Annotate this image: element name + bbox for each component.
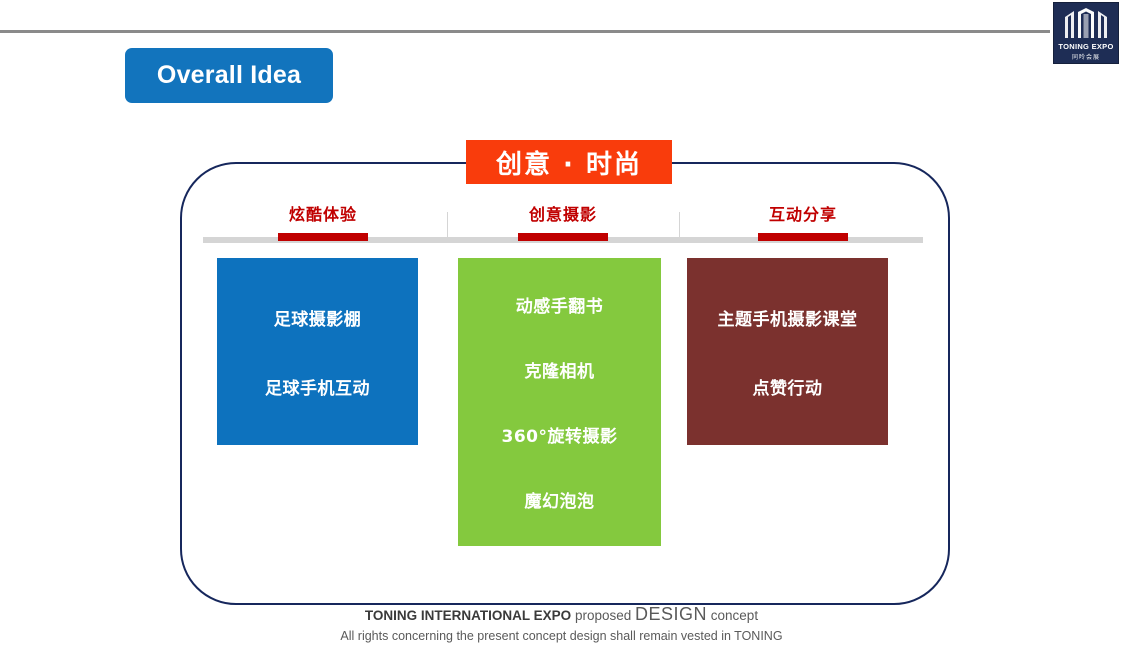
column-header-label-0: 炫酷体验 (288, 205, 357, 224)
column-divider-1 (447, 212, 448, 242)
column-header-group-1: 创意摄影 (443, 205, 683, 241)
column-header-group-0: 炫酷体验 (203, 205, 443, 241)
list-item: 点赞行动 (752, 378, 823, 399)
column-header-group-2: 互动分享 (683, 205, 923, 241)
logo-text: TONING EXPO (1058, 42, 1114, 51)
footer-design: DESIGN (635, 604, 708, 624)
footer-line-1: TONING INTERNATIONAL EXPO proposed DESIG… (0, 604, 1123, 626)
page-title-badge[interactable]: Overall Idea (125, 48, 333, 103)
experience-box-brown[interactable]: 主题手机摄影课堂 点赞行动 (687, 258, 888, 445)
column-header-0: 炫酷体验 (203, 205, 443, 241)
list-item: 360°旋转摄影 (501, 427, 618, 447)
list-item: 主题手机摄影课堂 (717, 309, 858, 330)
toning-expo-logo: TONING EXPO 同昤会展 (1053, 2, 1119, 64)
logo-subtext: 同昤会展 (1071, 54, 1100, 61)
footer: TONING INTERNATIONAL EXPO proposed DESIG… (0, 604, 1123, 647)
experience-box-green[interactable]: 动感手翻书 克隆相机 360°旋转摄影 魔幻泡泡 (458, 258, 661, 546)
list-item: 动感手翻书 (515, 297, 604, 317)
experience-box-blue[interactable]: 足球摄影棚 足球手机互动 (217, 258, 418, 445)
column-header-label-2: 互动分享 (768, 205, 837, 224)
page-title: Overall Idea (156, 61, 302, 89)
column-header-underline-2 (758, 233, 848, 241)
header-divider-rule (0, 30, 1050, 33)
list-item: 克隆相机 (524, 362, 595, 382)
list-item: 魔幻泡泡 (524, 492, 595, 512)
footer-proposed: proposed (574, 608, 632, 623)
footer-line-2: All rights concerning the present concep… (340, 629, 783, 643)
section-banner: 创意 · 时尚 (466, 140, 672, 184)
column-header-2: 互动分享 (683, 205, 923, 241)
column-header-label-1: 创意摄影 (528, 205, 597, 224)
column-divider-2 (679, 212, 680, 242)
column-header-underline-1 (518, 233, 608, 241)
columns-container: 炫酷体验 创意摄影 互动分享 (203, 205, 923, 565)
list-item: 足球摄影棚 (273, 309, 362, 330)
list-item: 足球手机互动 (265, 378, 370, 399)
column-header-1: 创意摄影 (443, 205, 683, 241)
section-banner-title: 创意 · 时尚 (496, 149, 642, 180)
column-header-underline-0 (278, 233, 368, 241)
footer-concept: concept (710, 608, 759, 623)
footer-company: TONING INTERNATIONAL EXPO (364, 608, 572, 623)
toning-building-icon (1065, 8, 1107, 38)
